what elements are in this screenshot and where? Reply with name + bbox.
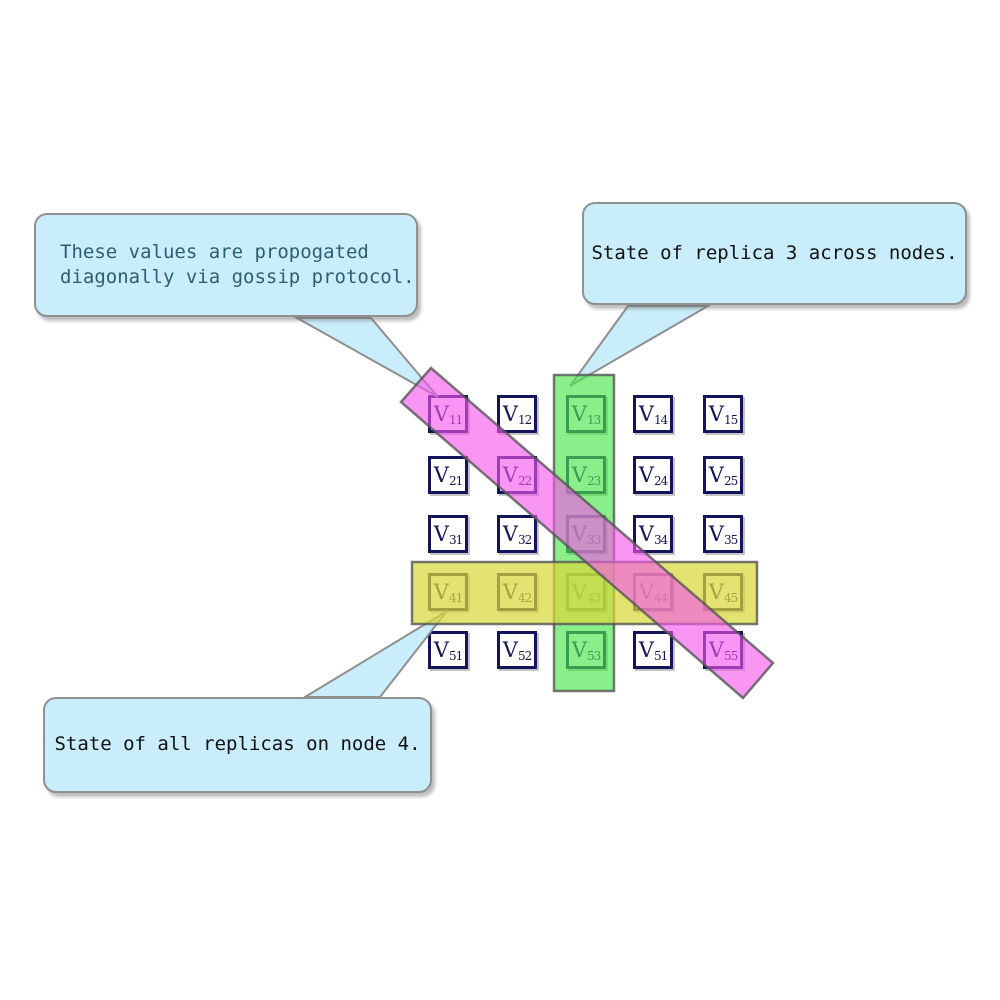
callout-replica-3: State of replica 3 across nodes. [582,202,967,305]
cell-subscript: 35 [723,533,738,547]
callout-replica-3-text: State of replica 3 across nodes. [591,241,958,264]
cell-symbol: V [708,521,724,546]
cell-symbol: V [502,401,518,426]
callout-node-4: State of all replicas on node 4. [43,697,432,793]
cell-symbol: V [638,521,654,546]
cell-symbol: V [502,521,518,546]
cell-symbol: V [502,579,518,604]
cell-subscript: 34 [653,533,668,547]
cell-symbol: V [502,637,518,662]
callout-gossip: These values are propogated diagonally v… [34,213,418,317]
callout-gossip-line2: diagonally via gossip protocol. [60,266,415,288]
cell-symbol: V [638,401,654,426]
cell-subscript: 43 [586,591,601,605]
cell-symbol: V [571,579,587,604]
cell-subscript: 14 [653,413,668,427]
cell-subscript: 15 [723,413,738,427]
cell-symbol: V [708,579,724,604]
cell-subscript: 51 [448,649,463,663]
cell-subscript: 33 [586,533,601,547]
cell-symbol: V [571,637,587,662]
cell-subscript: 45 [723,591,738,605]
cell-symbol: V [433,401,449,426]
cell-symbol: V [708,401,724,426]
cell-symbol: V [433,462,449,487]
cell-symbol: V [708,462,724,487]
cell-symbol: V [638,637,654,662]
cell-subscript: 52 [517,649,532,663]
cell-subscript: 25 [723,474,738,488]
cell-subscript: 32 [517,533,532,547]
cell-subscript: 11 [448,413,463,427]
cell-subscript: 23 [586,474,601,488]
cell-symbol: V [638,579,654,604]
cell-symbol: V [502,462,518,487]
cell-symbol: V [433,579,449,604]
cell-symbol: V [638,462,654,487]
callout-gossip-line1: These values are propogated [60,240,369,263]
cell-subscript: 51 [653,649,668,663]
cell-symbol: V [433,637,449,662]
cell-symbol: V [571,521,587,546]
cell-symbol: V [708,637,724,662]
cell-subscript: 41 [448,591,463,605]
cell-subscript: 13 [586,413,601,427]
cell-subscript: 42 [517,591,532,605]
cell-subscript: 31 [448,533,463,547]
cell-subscript: 53 [586,649,601,663]
cell-symbol: V [571,462,587,487]
cell-subscript: 21 [448,474,463,488]
cell-subscript: 12 [517,413,532,427]
cell-symbol: V [433,521,449,546]
cell-subscript: 22 [517,474,532,488]
cell-subscript: 44 [653,591,668,605]
callout-node-4-text: State of all replicas on node 4. [54,733,421,756]
callout-gossip-text: These values are propogated diagonally v… [60,240,415,291]
cell-subscript: 24 [653,474,668,488]
cell-symbol: V [571,401,587,426]
cell-subscript: 55 [723,649,738,663]
